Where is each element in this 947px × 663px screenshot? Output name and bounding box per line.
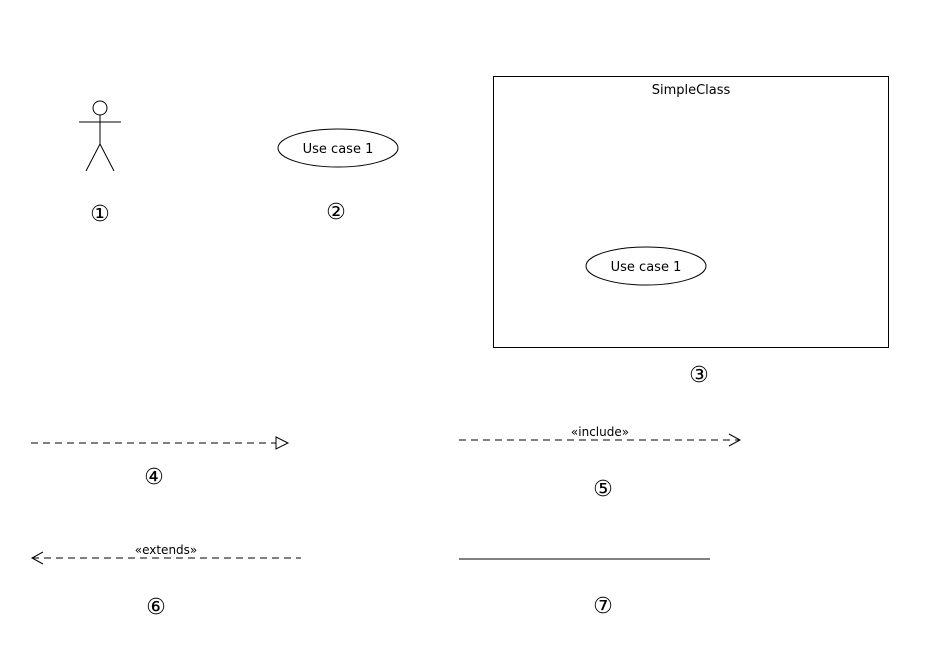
use-case-ellipse[interactable]: Use case 1	[277, 128, 399, 168]
marker-2: ②	[326, 200, 346, 225]
marker-6: ⑥	[146, 595, 166, 620]
open-arrowhead-right	[728, 433, 742, 447]
hollow-triangle-arrowhead	[275, 436, 290, 450]
use-case-label: Use case 1	[303, 142, 374, 157]
use-case-shape	[277, 128, 399, 168]
generalization-connector[interactable]	[31, 436, 290, 450]
include-connector[interactable]	[459, 433, 742, 447]
actor-right-leg	[99, 143, 115, 172]
open-arrowhead-left	[30, 551, 44, 565]
inner-use-case-label: Use case 1	[611, 260, 682, 275]
marker-7: ⑦	[593, 594, 613, 619]
system-boundary[interactable]: SimpleClass Use case 1	[493, 76, 889, 348]
extends-stereotype: «extends»	[135, 543, 198, 557]
marker-3: ③	[689, 363, 709, 388]
marker-5: ⑤	[593, 477, 613, 502]
extends-connector[interactable]	[30, 551, 301, 565]
system-boundary-title: SimpleClass	[652, 83, 731, 98]
system-boundary-box	[493, 76, 889, 348]
include-stereotype: «include»	[571, 425, 629, 439]
actor-left-leg	[85, 143, 101, 172]
actor-head	[92, 100, 108, 116]
inner-use-case-shape	[585, 246, 707, 286]
actor-figure[interactable]	[79, 100, 121, 172]
marker-4: ④	[144, 465, 164, 490]
marker-1: ①	[90, 202, 110, 227]
inner-use-case-ellipse[interactable]: Use case 1	[585, 246, 707, 286]
